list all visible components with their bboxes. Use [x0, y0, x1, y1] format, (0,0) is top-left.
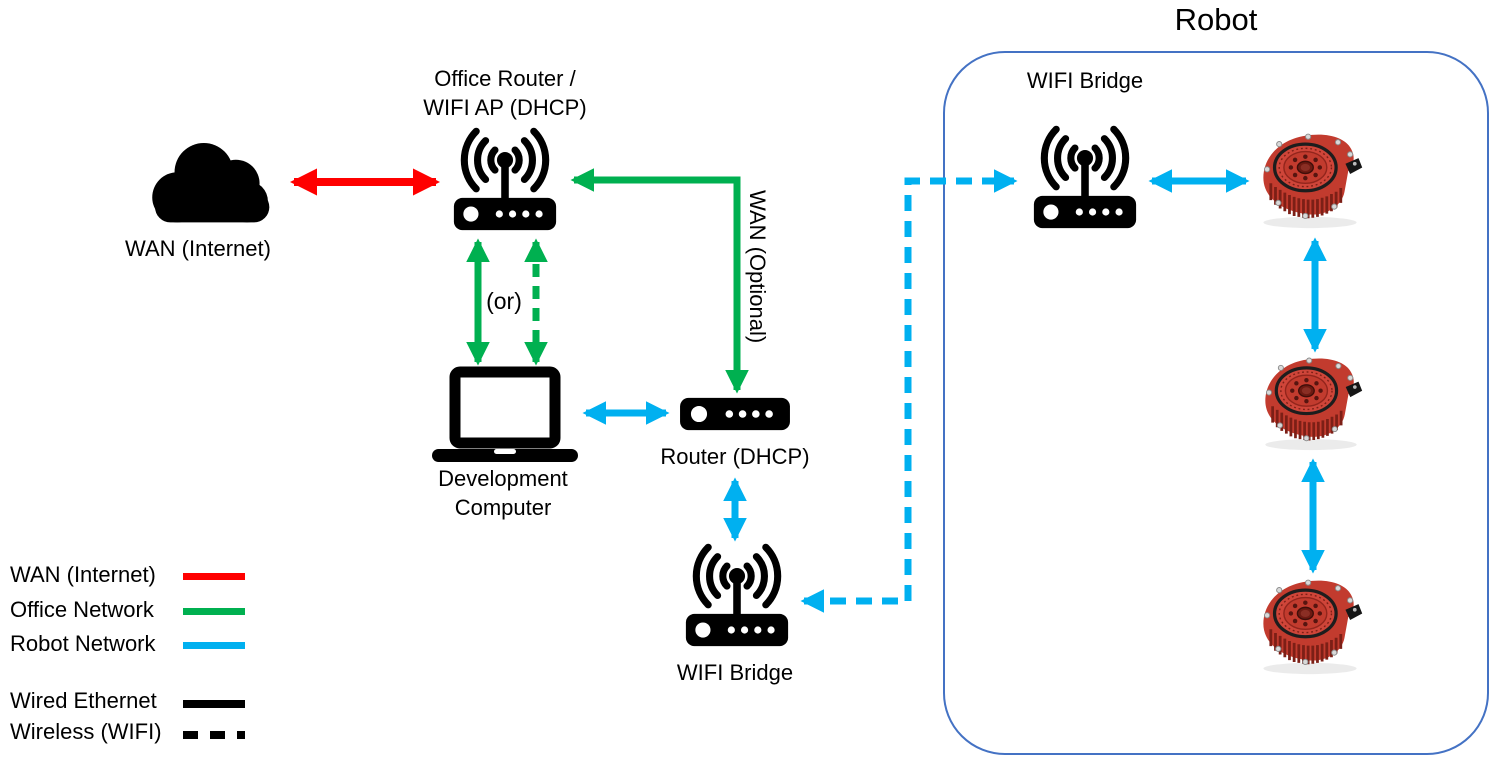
- router-icon: [678, 396, 792, 432]
- legend-swatch-wan-red-line: [183, 573, 245, 580]
- legend-item-wan-internet: WAN (Internet): [10, 562, 156, 587]
- office-router-label: Office Router / WIFI AP (DHCP): [375, 64, 635, 122]
- actuator-module-icon: [1254, 132, 1366, 229]
- arrow-office-wifi-bridge-to-robot-wifi-bridge-wireless: [800, 169, 1018, 613]
- arrow-office-router-to-router-dhcp-wan-optional: [570, 168, 749, 394]
- legend-swatch-wireless-dashed-line: [183, 731, 245, 739]
- wifi-router-icon: [680, 542, 794, 648]
- legend-item-wired-ethernet: Wired Ethernet: [10, 688, 157, 713]
- office-router-label-line1: Office Router /: [434, 66, 576, 91]
- robot-wifi-bridge-label: WIFI Bridge: [1026, 68, 1144, 93]
- laptop-icon: [430, 366, 580, 464]
- office-router-label-line2: WIFI AP (DHCP): [423, 95, 587, 121]
- legend-item-office-network: Office Network: [10, 597, 154, 622]
- actuator-module-icon: [1254, 578, 1366, 675]
- wan-cloud-label: WAN (Internet): [125, 236, 271, 261]
- or-annotation: (or): [486, 288, 522, 314]
- legend-item-robot-network: Robot Network: [10, 631, 156, 656]
- actuator-module-icon: [1256, 356, 1366, 451]
- dev-computer-label-line1: Development: [438, 466, 568, 491]
- wan-optional-annotation: WAN (Optional): [745, 190, 770, 344]
- robot-group-title: Robot: [1174, 2, 1258, 37]
- office-wifi-bridge-label: WIFI Bridge: [676, 660, 794, 685]
- legend-swatch-wired-solid-line: [183, 700, 245, 708]
- legend-swatch-office-green-line: [183, 608, 245, 615]
- dev-computer-label: Development Computer: [393, 464, 613, 522]
- legend-item-wireless-wifi: Wireless (WIFI): [10, 719, 162, 744]
- router-dhcp-label: Router (DHCP): [660, 444, 810, 469]
- dev-computer-label-line2: Computer: [454, 495, 552, 521]
- wifi-router-icon: [1028, 124, 1142, 230]
- wifi-router-icon: [448, 126, 562, 232]
- legend-swatch-robot-blue-line: [183, 642, 245, 649]
- cloud-icon: [138, 136, 278, 228]
